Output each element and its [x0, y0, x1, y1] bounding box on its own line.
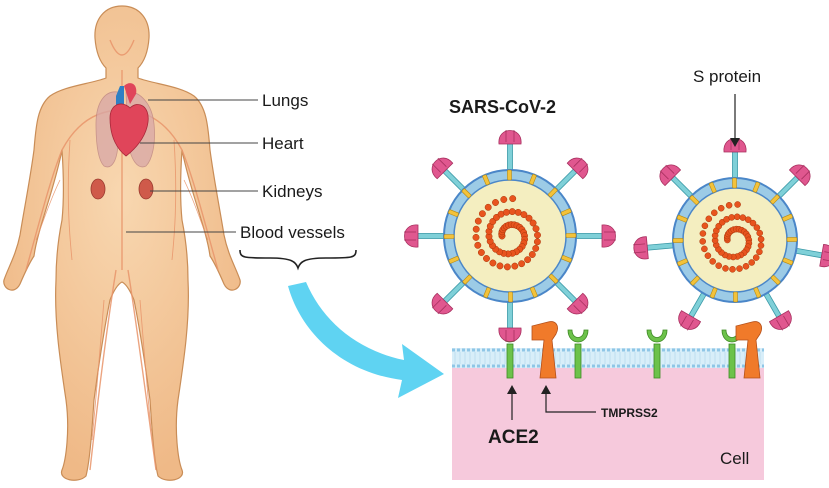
tmprss2-protein [531, 321, 558, 379]
label-cell: Cell [720, 449, 749, 468]
curved-arrow [288, 282, 444, 398]
virus-particle [404, 130, 616, 342]
s-protein-arrowhead [730, 138, 740, 147]
label-kidneys: Kidneys [262, 182, 322, 201]
envelope-proteins [672, 177, 798, 303]
kidney-left [90, 178, 106, 200]
organ-leader-lines [126, 99, 258, 233]
label-heart: Heart [262, 134, 304, 153]
cell-body [452, 366, 764, 480]
kidney-right [138, 178, 154, 200]
spike-protein [554, 157, 589, 192]
spike-protein [404, 224, 445, 248]
curly-brace [239, 249, 357, 271]
heart-shape [109, 83, 149, 157]
tmprss2-proteases [531, 321, 762, 379]
virus-particle [633, 138, 829, 331]
tmprss2-pointer [545, 392, 596, 413]
virus-spikes [404, 130, 616, 342]
spike-protein [431, 280, 466, 315]
spike-protein [659, 164, 694, 199]
virus-spikes [633, 138, 829, 331]
spike-protein [498, 130, 522, 171]
ace2-arrowhead [507, 385, 517, 394]
tmprss2-arrowhead [541, 385, 551, 394]
viral-rna [472, 195, 541, 271]
viral-rna [699, 201, 765, 273]
envelope-proteins [443, 169, 577, 303]
label-sars-cov-2: SARS-CoV-2 [449, 97, 556, 117]
spike-protein [763, 291, 792, 331]
spike-protein [795, 244, 829, 268]
label-s-protein: S protein [693, 67, 761, 86]
label-tmprss2: TMPRSS2 [601, 406, 658, 420]
cell-membrane [452, 348, 764, 368]
spike-protein [633, 236, 674, 260]
label-blood-vessels: Blood vessels [240, 223, 345, 242]
spike-protein [575, 224, 616, 248]
spike-protein [554, 280, 589, 315]
label-lungs: Lungs [262, 91, 308, 110]
ace2-receptor [646, 329, 668, 379]
spike-protein [498, 301, 522, 342]
label-ace2: ACE2 [488, 427, 539, 448]
tmprss2-protein [735, 321, 762, 379]
human-body [3, 5, 241, 481]
blood-vessel-network [25, 39, 219, 471]
spike-protein [431, 157, 466, 192]
spike-protein [776, 164, 811, 199]
spike-protein [678, 291, 707, 331]
ace2-receptor [567, 329, 589, 379]
